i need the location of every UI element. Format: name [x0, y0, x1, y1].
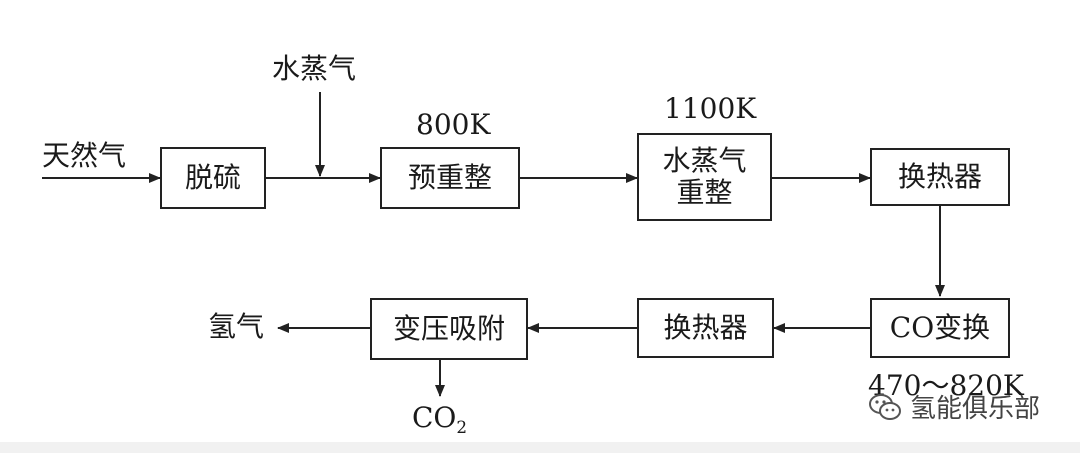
- psa-label: 变压吸附: [392, 311, 505, 345]
- steam-input-label: 水蒸气: [272, 52, 357, 85]
- watermark: 氢能俱乐部: [868, 388, 1040, 425]
- heat-exchanger-2-box: 换热器: [637, 298, 774, 358]
- hydrogen-output-label: 氢气: [208, 310, 265, 343]
- steam-reforming-temperature: 1100K: [664, 92, 757, 125]
- steam-reforming-box: 水蒸气 重整: [637, 133, 772, 221]
- desulfurization-box: 脱硫: [160, 147, 266, 209]
- heat-exchanger-1-box: 换热器: [870, 148, 1010, 206]
- co2-base-text: CO: [412, 401, 457, 434]
- pre-reforming-temperature: 800K: [416, 108, 491, 141]
- steam-reforming-label-line2: 重整: [676, 176, 733, 209]
- co-shift-label: CO变换: [889, 310, 991, 344]
- heat-exchanger-2-label: 换热器: [663, 310, 748, 344]
- co-shift-temperature: 470～820K: [868, 369, 1024, 402]
- desulfurization-label: 脱硫: [184, 160, 241, 194]
- psa-box: 变压吸附: [370, 298, 528, 360]
- natural-gas-label: 天然气: [42, 139, 127, 172]
- co2-output-label: CO2: [412, 404, 467, 436]
- wechat-icon: [869, 393, 901, 420]
- co-shift-box: CO变换: [870, 298, 1010, 358]
- co2-subscript: 2: [456, 416, 468, 437]
- steam-reforming-label-line1: 水蒸气: [662, 143, 747, 177]
- watermark-text: 氢能俱乐部: [910, 394, 1041, 424]
- pre-reforming-label: 预重整: [407, 160, 492, 194]
- bottom-band: [0, 442, 1080, 453]
- heat-exchanger-1-label: 换热器: [897, 159, 982, 193]
- pre-reforming-box: 预重整: [380, 147, 520, 209]
